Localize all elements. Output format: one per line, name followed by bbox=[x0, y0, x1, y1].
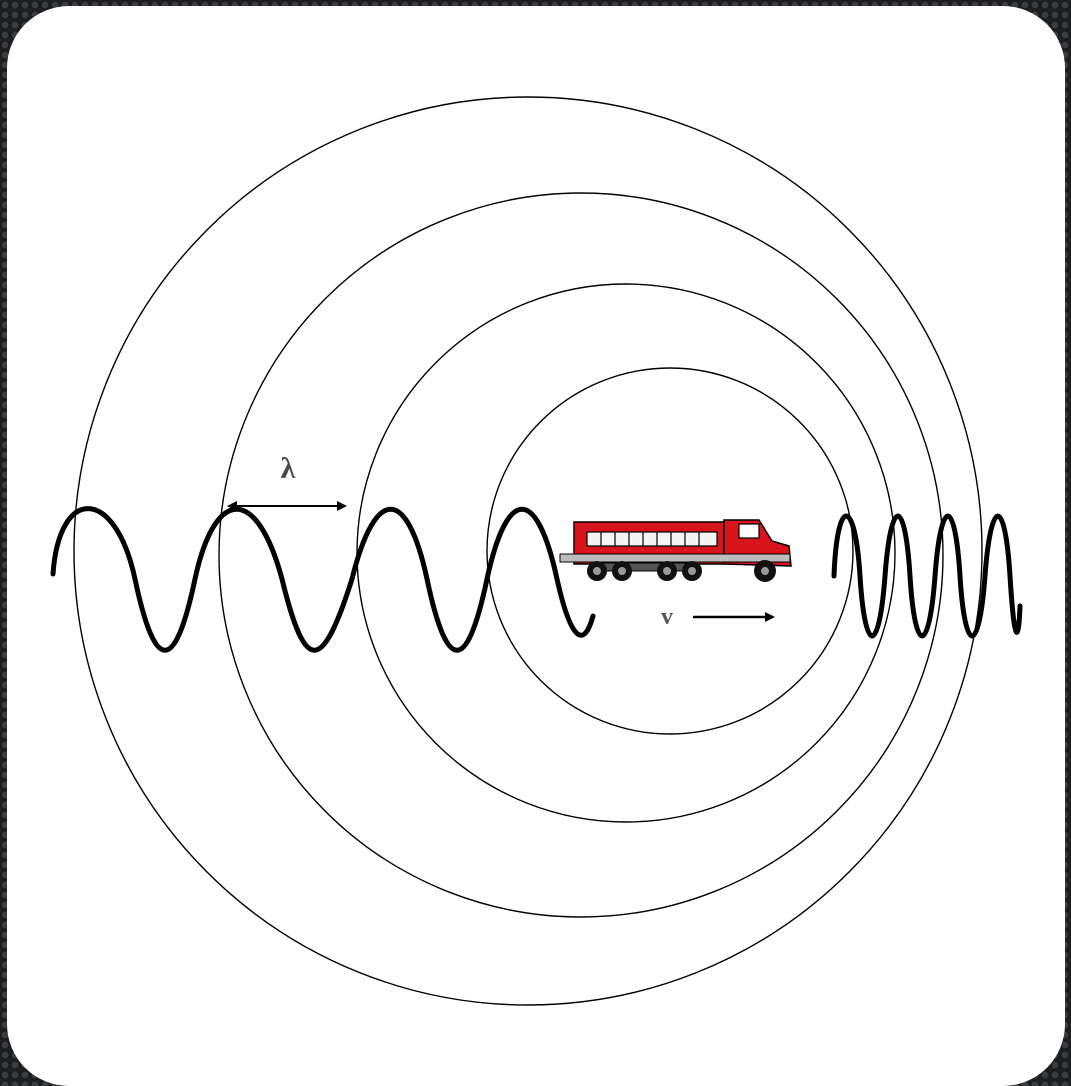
compressed-wave-right bbox=[834, 516, 1020, 636]
fire-truck-icon bbox=[560, 520, 791, 582]
velocity-label: v bbox=[661, 604, 673, 630]
diagram-card: λ bbox=[7, 6, 1065, 1086]
doppler-diagram: λ bbox=[7, 6, 1065, 1086]
wavelength-label: λ bbox=[281, 452, 296, 485]
wavefront-circle-1 bbox=[74, 97, 982, 1005]
stretched-wave-left bbox=[53, 509, 593, 651]
